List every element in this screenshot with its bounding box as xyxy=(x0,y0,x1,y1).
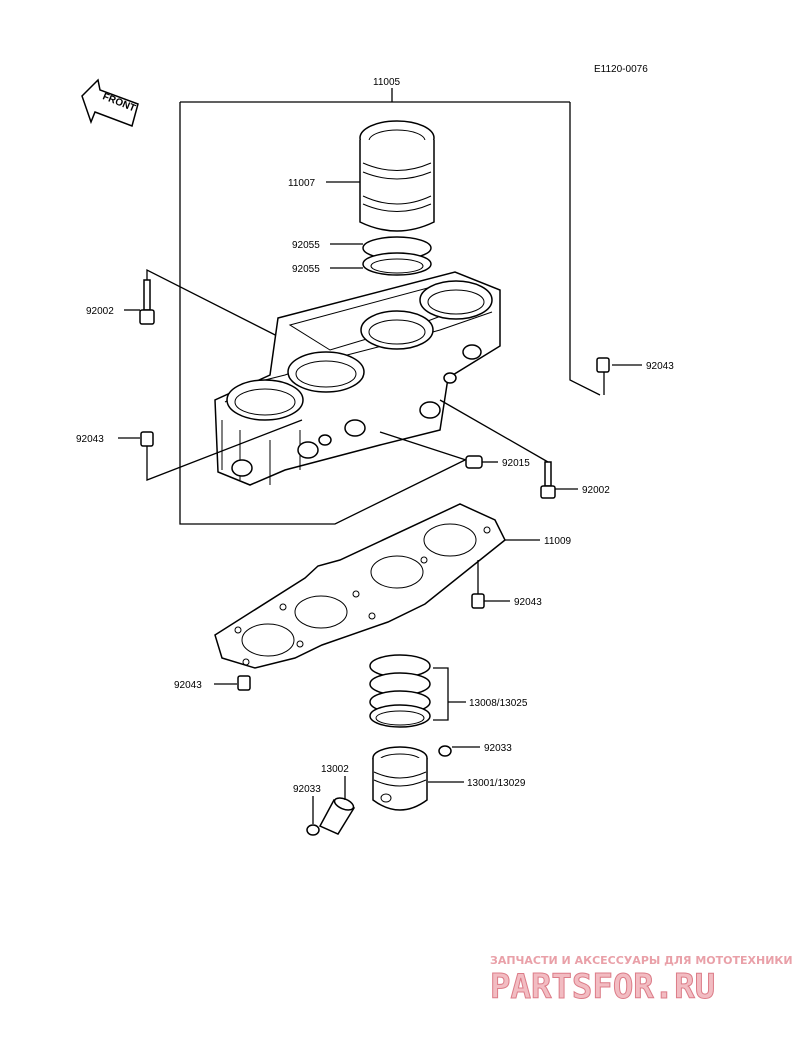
label-11007: 11007 xyxy=(288,178,316,189)
piston-pin: 13002 xyxy=(318,764,356,835)
label-13008-13025: 13008/13025 xyxy=(469,698,528,709)
label-13001-13029: 13001/13029 xyxy=(467,778,526,789)
label-92033-left: 92033 xyxy=(293,784,321,795)
label-92002-left: 92002 xyxy=(86,306,114,317)
plug: 92015 xyxy=(379,431,530,469)
label-92043-right: 92043 xyxy=(646,361,674,372)
piston: 13001/13029 xyxy=(372,746,526,811)
label-92043-gasket: 92043 xyxy=(514,597,542,608)
stud-bolt-right: 92002 xyxy=(439,399,610,499)
label-92002-right: 92002 xyxy=(582,485,610,496)
front-arrow-icon: FRONT xyxy=(81,78,139,127)
cylinder-block xyxy=(214,271,501,486)
watermark: ЗАПЧАСТИ И АКСЕССУАРЫ ДЛЯ МОТОТЕХНИКИ PA… xyxy=(490,954,793,1008)
label-92033-right: 92033 xyxy=(484,743,512,754)
circlip-left: 92033 xyxy=(293,784,321,836)
circlip-right: 92033 xyxy=(438,743,512,757)
watermark-tagline: ЗАПЧАСТИ И АКСЕССУАРЫ ДЛЯ МОТОТЕХНИКИ xyxy=(490,954,793,967)
dowel-pin-lower: 92043 xyxy=(174,675,251,691)
label-13002: 13002 xyxy=(321,764,349,775)
o-rings: 92055 92055 xyxy=(292,236,432,276)
piston-rings: 13008/13025 xyxy=(369,654,528,728)
base-gasket: 11009 xyxy=(214,503,572,669)
watermark-logo: PARTSFOR.RU xyxy=(490,967,715,1007)
dowel-pin-left: 92043 xyxy=(76,419,303,481)
cylinder-assembly-bracket: 11005 xyxy=(179,77,601,525)
label-92055-b: 92055 xyxy=(292,264,320,275)
label-92055-a: 92055 xyxy=(292,240,320,251)
diagram-code: E1120-0076 xyxy=(594,64,648,75)
label-11005: 11005 xyxy=(373,77,401,88)
dowel-pin-gasket: 92043 xyxy=(471,560,542,609)
label-92015: 92015 xyxy=(502,458,530,469)
cylinder-liner: 11007 xyxy=(288,120,435,232)
label-11009: 11009 xyxy=(544,536,572,547)
dowel-pin-right: 92043 xyxy=(596,357,674,395)
label-92043-lower: 92043 xyxy=(174,680,202,691)
label-92043-left: 92043 xyxy=(76,434,104,445)
stud-bolt-left: 92002 xyxy=(86,268,296,346)
